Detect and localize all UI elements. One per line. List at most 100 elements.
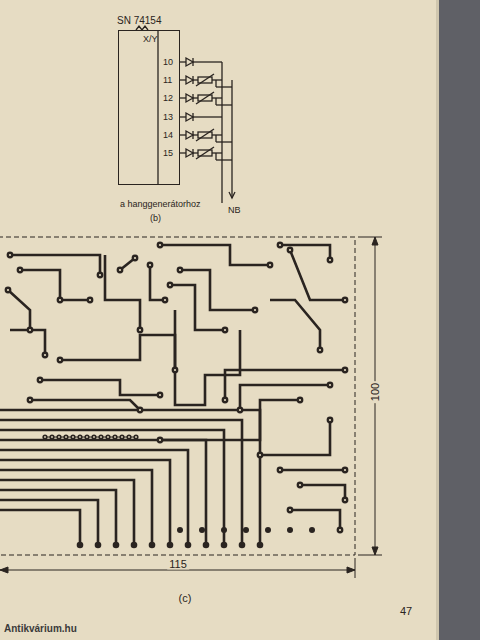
trimmer-arrow — [196, 92, 214, 104]
pad — [267, 262, 274, 269]
diode-symbol — [186, 149, 193, 157]
ic-name: SN 74154 — [117, 16, 161, 26]
pin-number: 10 — [163, 58, 173, 67]
trace — [0, 450, 188, 545]
pad — [137, 327, 144, 334]
dimensions — [0, 237, 382, 578]
trace — [0, 470, 152, 545]
wire — [212, 97, 222, 98]
trace — [290, 510, 340, 530]
pad — [133, 434, 138, 439]
pad — [157, 392, 164, 399]
pad — [49, 434, 54, 439]
dimension: 115 — [167, 559, 189, 570]
pad — [42, 352, 49, 359]
trace — [10, 255, 100, 275]
pad — [63, 434, 68, 439]
pad — [172, 367, 179, 374]
trace — [20, 270, 90, 300]
pad — [297, 397, 304, 404]
pad — [57, 357, 64, 364]
pad — [337, 527, 344, 534]
trimmer-arrow — [196, 129, 214, 141]
pad — [327, 382, 334, 389]
pad-hole — [114, 436, 116, 438]
wire — [216, 159, 232, 160]
pad — [5, 287, 12, 294]
pad-hole — [119, 269, 121, 271]
trace — [160, 245, 270, 265]
wire — [215, 135, 216, 142]
pad — [77, 542, 84, 549]
pad-hole — [9, 254, 11, 256]
pad-hole — [159, 244, 161, 246]
pad-hole — [279, 244, 281, 246]
trace — [260, 420, 330, 455]
pad-hole — [59, 359, 61, 361]
wire — [180, 79, 186, 80]
chip-inner-line — [157, 30, 158, 185]
wire — [216, 141, 232, 142]
pad — [277, 467, 284, 474]
signal-name: NB — [228, 206, 241, 215]
pad-hole — [239, 409, 241, 411]
pad-hole — [159, 394, 161, 396]
trimmer-arrow — [196, 74, 214, 86]
pad-hole — [269, 264, 271, 266]
pad — [177, 527, 183, 533]
trace — [270, 300, 320, 350]
pad — [239, 542, 246, 549]
pad — [167, 282, 174, 289]
pad-hole — [59, 299, 61, 301]
pad-hole — [169, 284, 171, 286]
pad — [327, 257, 334, 264]
figure-label: (b) — [150, 214, 161, 223]
pad-hole — [86, 436, 88, 438]
pad — [137, 407, 144, 414]
pad — [222, 397, 229, 404]
pad-hole — [319, 349, 321, 351]
dim-ext — [358, 555, 382, 556]
pad — [112, 434, 117, 439]
trace — [170, 285, 225, 330]
pad-hole — [139, 409, 141, 411]
pad-hole — [107, 436, 109, 438]
pad — [342, 467, 349, 474]
pad-hole — [65, 436, 67, 438]
pad — [265, 527, 271, 533]
diode-symbol — [186, 113, 193, 121]
watermark: Antikvárium.hu — [4, 624, 77, 634]
pad — [287, 247, 294, 254]
pad-hole — [51, 436, 53, 438]
pad-hole — [44, 354, 46, 356]
pad-hole — [254, 309, 256, 311]
nb-line — [231, 80, 232, 198]
pad-hole — [19, 269, 21, 271]
pad — [277, 242, 284, 249]
pad — [157, 242, 164, 249]
pin-number: 14 — [163, 131, 173, 140]
bus-line — [221, 62, 222, 203]
wire — [180, 61, 186, 62]
pad-hole — [58, 436, 60, 438]
wire — [212, 152, 222, 153]
diode-row — [180, 58, 232, 160]
pad — [297, 482, 304, 489]
pad — [257, 542, 264, 549]
wire — [193, 79, 198, 80]
pad — [56, 434, 61, 439]
wire — [215, 98, 216, 105]
pad — [342, 297, 349, 304]
pad — [203, 542, 210, 549]
pad — [287, 507, 294, 514]
pad — [97, 272, 104, 279]
wire — [180, 152, 186, 153]
schematic-b — [136, 26, 235, 203]
pad — [221, 527, 227, 533]
trace — [300, 485, 345, 500]
page-number: 47 — [400, 606, 412, 617]
pad-hole — [329, 419, 331, 421]
trace — [180, 270, 255, 310]
figure-label: (c) — [179, 593, 192, 604]
wire — [215, 80, 216, 87]
